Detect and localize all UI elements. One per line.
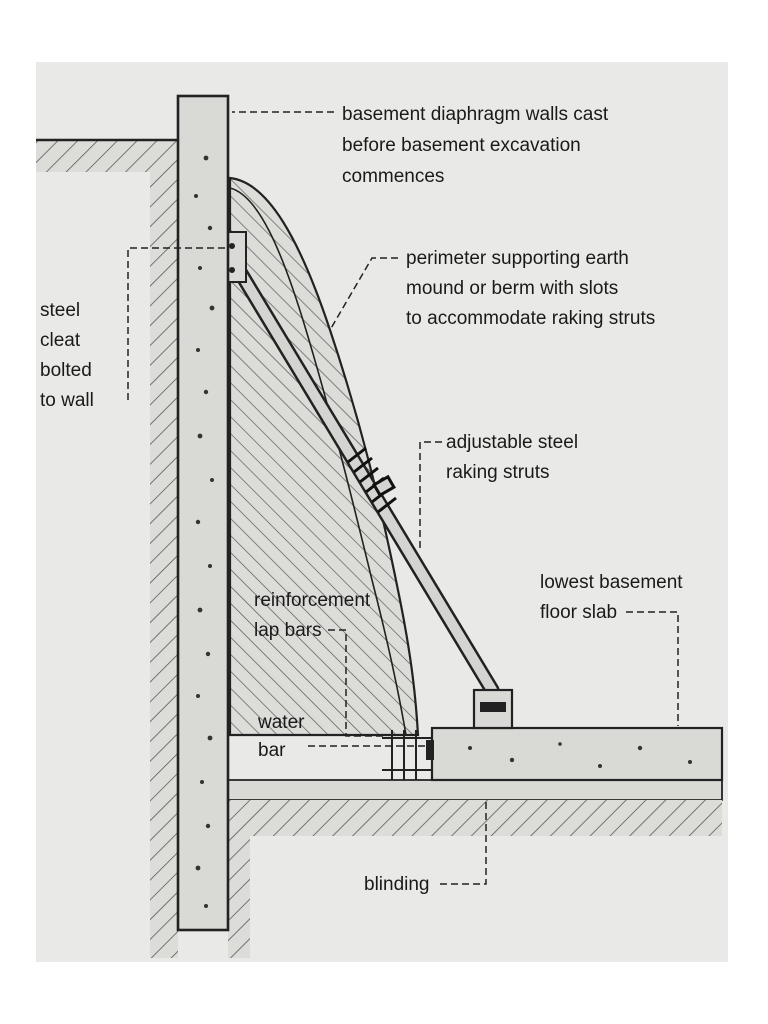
retained-earth	[150, 172, 178, 958]
blinding-layer	[227, 779, 723, 801]
label-slab: lowest basement floor slab	[540, 572, 683, 623]
leader-cleat	[127, 247, 226, 400]
strut-foot-plate	[480, 702, 506, 712]
label-slab-line2: floor slab	[540, 602, 617, 623]
label-berm: perimeter supporting earth mound or berm…	[406, 248, 655, 329]
label-water-bar: water bar	[257, 712, 305, 761]
label-struts-line2: raking struts	[446, 462, 549, 483]
label-lap-bars: reinforcement lap bars	[254, 590, 371, 641]
raking-strut	[226, 254, 500, 698]
leader-lines	[127, 111, 679, 885]
label-berm-line1: perimeter supporting earth	[406, 248, 629, 269]
label-blinding-line1: blinding	[364, 874, 430, 895]
cleat-bolt	[229, 243, 235, 249]
label-struts-line1: adjustable steel	[446, 432, 578, 453]
label-slab-line1: lowest basement	[540, 572, 683, 593]
floor-slab	[430, 726, 724, 782]
label-water-bar-line2: bar	[258, 740, 286, 761]
label-diaphragm-line1: basement diaphragm walls cast	[342, 104, 609, 125]
label-lap-bars-line2: lap bars	[254, 620, 322, 641]
leader-blinding	[440, 798, 487, 885]
leader-berm	[329, 257, 398, 331]
earth-berm	[228, 176, 420, 737]
ground-below-wall	[228, 836, 250, 958]
lap-bars	[382, 730, 432, 780]
leader-lap-bars	[328, 629, 384, 737]
label-cleat: steel cleat bolted to wall	[40, 300, 94, 411]
label-diaphragm-line2: before basement excavation	[342, 135, 581, 156]
label-diaphragm: basement diaphragm walls cast before bas…	[342, 104, 609, 187]
ground-below	[228, 800, 722, 836]
strut-adjuster	[347, 446, 397, 514]
label-diaphragm-line3: commences	[342, 166, 444, 187]
label-berm-line3: to accommodate raking struts	[406, 308, 655, 329]
water-bar	[426, 740, 434, 760]
slab-aggregate	[468, 742, 692, 768]
label-cleat-line1: steel	[40, 300, 80, 321]
label-cleat-line2: cleat	[40, 330, 81, 351]
label-blinding: blinding	[364, 874, 430, 895]
diaphragm-wall	[176, 94, 230, 932]
label-water-bar-line1: water	[257, 712, 305, 733]
cleat-bolt	[229, 267, 235, 273]
wall-aggregate	[194, 155, 215, 908]
label-lap-bars-line1: reinforcement	[254, 590, 371, 611]
label-berm-line2: mound or berm with slots	[406, 278, 618, 299]
ground-left	[36, 140, 178, 172]
leader-slab	[626, 611, 679, 726]
label-struts: adjustable steel raking struts	[446, 432, 578, 483]
label-cleat-line3: bolted	[40, 360, 92, 381]
leader-struts	[419, 441, 442, 548]
label-cleat-line4: to wall	[40, 390, 94, 411]
